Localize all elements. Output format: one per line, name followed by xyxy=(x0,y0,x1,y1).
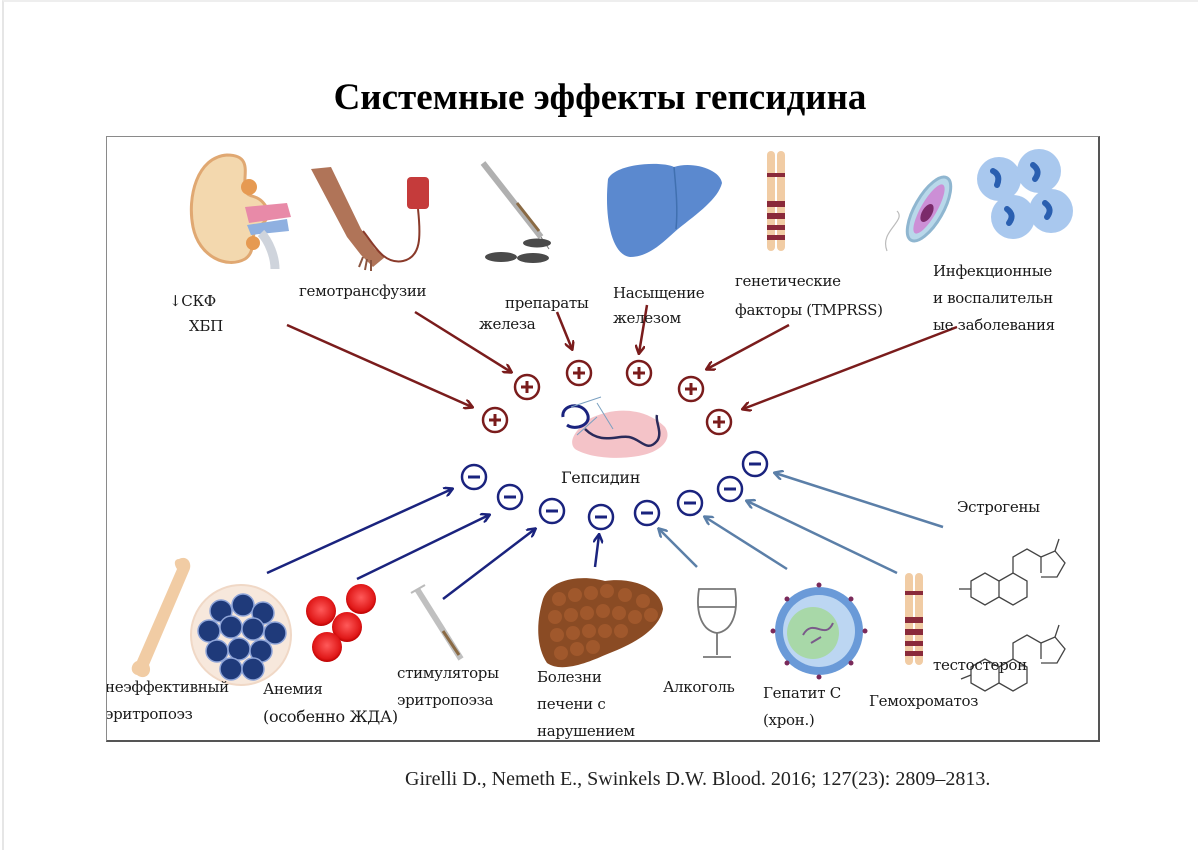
arrow-ineffective-erythropoiesis xyxy=(266,489,452,575)
label-gfr-ckd: ↓СКФ ХБП xyxy=(169,289,223,339)
label-line: железом xyxy=(613,309,681,327)
minus-sign-icon xyxy=(633,499,661,527)
arrow-esa xyxy=(442,529,535,600)
minus-sign-icon xyxy=(538,497,566,525)
label-line: неэффективный xyxy=(106,678,229,696)
minus-sign-icon xyxy=(496,483,524,511)
arrow-alcohol xyxy=(659,529,698,568)
label-hemochromatosis: Гемохроматоз xyxy=(869,689,978,714)
decrease-markers xyxy=(460,450,769,531)
label-anemia: Анемия (особенно ЖДА) xyxy=(263,677,398,729)
arrow-transfusion xyxy=(414,310,511,372)
diagram-canvas xyxy=(131,149,1073,692)
inhibitor-arrows xyxy=(266,473,944,600)
label-line: Гемохроматоз xyxy=(869,692,979,710)
plus-sign-icon xyxy=(625,359,653,387)
red-blood-cells-icon xyxy=(306,584,376,662)
plus-sign-icon xyxy=(565,359,593,387)
virus-icon xyxy=(770,582,868,680)
label-line: нарушением xyxy=(537,722,635,740)
label-esa: стимуляторы эритропоэза xyxy=(397,661,499,713)
bone-marrow-icon xyxy=(131,557,292,686)
syringe-icon xyxy=(410,584,464,661)
arrow-iron-saturation xyxy=(639,304,649,353)
label-line: Алкоголь xyxy=(663,678,735,696)
arrow-gfr xyxy=(286,323,472,407)
label-infection-inflammation: Инфекционные и воспалительн ые заболеван… xyxy=(933,259,1055,338)
bacteria-cells-icon xyxy=(884,149,1073,252)
label-iron-preparations: препараты железа xyxy=(479,291,589,337)
slide-title: Системные эффекты гепсидина xyxy=(333,77,867,118)
label-line: Болезни xyxy=(537,668,602,686)
minus-sign-icon xyxy=(741,450,769,478)
plus-sign-icon xyxy=(705,408,733,436)
label-line: генетические xyxy=(735,272,841,290)
minus-sign-icon xyxy=(587,503,615,531)
label-testosterone: тестостерон xyxy=(933,653,1027,678)
plus-sign-icon xyxy=(481,406,509,434)
label-liver-disease: Болезни печени с нарушением xyxy=(537,665,635,740)
label-genetic-factors: генетические факторы (TMPRSS) xyxy=(735,269,883,323)
arrow-genetics xyxy=(707,323,790,369)
increase-markers xyxy=(481,359,733,436)
label-alcohol: Алкоголь xyxy=(663,675,735,700)
minus-sign-icon xyxy=(716,475,744,503)
label-line: эритропоэза xyxy=(397,691,494,709)
label-line: Насыщение xyxy=(613,284,705,302)
label-iron-saturation: Насыщение железом xyxy=(613,281,705,331)
label-line: Инфекционные xyxy=(933,262,1052,280)
label-line: печени с xyxy=(537,695,606,713)
hepcidin-label: Гепсидин xyxy=(561,468,641,487)
label-line: железа xyxy=(479,315,536,333)
label-line: тестостерон xyxy=(933,656,1027,674)
label-estrogens: Эстрогены xyxy=(957,495,1040,520)
arrow-hepatitis xyxy=(705,517,788,571)
cirrhotic-liver-icon xyxy=(538,578,663,668)
label-ineffective-erythropoiesis: неэффективный эритропоэз xyxy=(106,675,229,727)
label-line: препараты xyxy=(505,294,589,312)
blood-transfusion-icon xyxy=(311,167,429,271)
label-line: Эстрогены xyxy=(957,498,1040,516)
label-line: ые заболевания xyxy=(933,316,1055,334)
label-line: Анемия xyxy=(263,680,323,698)
arrow-iron-preparations xyxy=(555,311,572,349)
citation: Girelli D., Nemeth E., Swinkels D.W. Blo… xyxy=(405,768,991,790)
arrow-infection xyxy=(743,325,958,409)
label-line: стимуляторы xyxy=(397,664,499,682)
stimulator-arrows xyxy=(286,304,958,409)
kidney-icon xyxy=(189,153,291,270)
testosterone-molecule-icon xyxy=(960,624,1066,692)
label-line: гемотрансфузии xyxy=(299,282,427,300)
label-line: (хрон.) xyxy=(763,711,815,729)
label-transfusion: гемотрансфузии xyxy=(299,279,427,304)
label-line: и воспалительн xyxy=(933,289,1053,307)
label-hepatitis-c: Гепатит С (хрон.) xyxy=(763,681,841,733)
label-line: (особенно ЖДА) xyxy=(263,707,398,726)
syringe-pills-icon xyxy=(480,161,551,263)
arrow-liver-disease xyxy=(595,535,599,568)
liver-icon xyxy=(606,163,722,257)
estrogen-molecule-icon xyxy=(959,538,1066,606)
arrow-hemochromatosis xyxy=(747,501,898,575)
chromosome-icon xyxy=(905,573,923,665)
minus-sign-icon xyxy=(676,489,704,517)
label-line: факторы (TMPRSS) xyxy=(735,301,883,319)
wine-glass-icon xyxy=(697,588,737,658)
plus-sign-icon xyxy=(513,373,541,401)
hepcidin-molecule-icon xyxy=(561,396,668,458)
hepcidin-diagram: ↓СКФ ХБП гемотрансфузии препараты железа… xyxy=(106,136,1100,742)
chromosome-icon xyxy=(767,151,785,251)
arrow-anemia xyxy=(356,515,489,581)
arrow-estrogens xyxy=(775,473,944,529)
minus-sign-icon xyxy=(460,463,488,491)
label-line: эритропоэз xyxy=(106,705,193,723)
plus-sign-icon xyxy=(677,375,705,403)
label-line: ХБП xyxy=(189,317,223,335)
label-line: ↓СКФ xyxy=(169,292,216,310)
label-line: Гепатит С xyxy=(763,684,841,702)
